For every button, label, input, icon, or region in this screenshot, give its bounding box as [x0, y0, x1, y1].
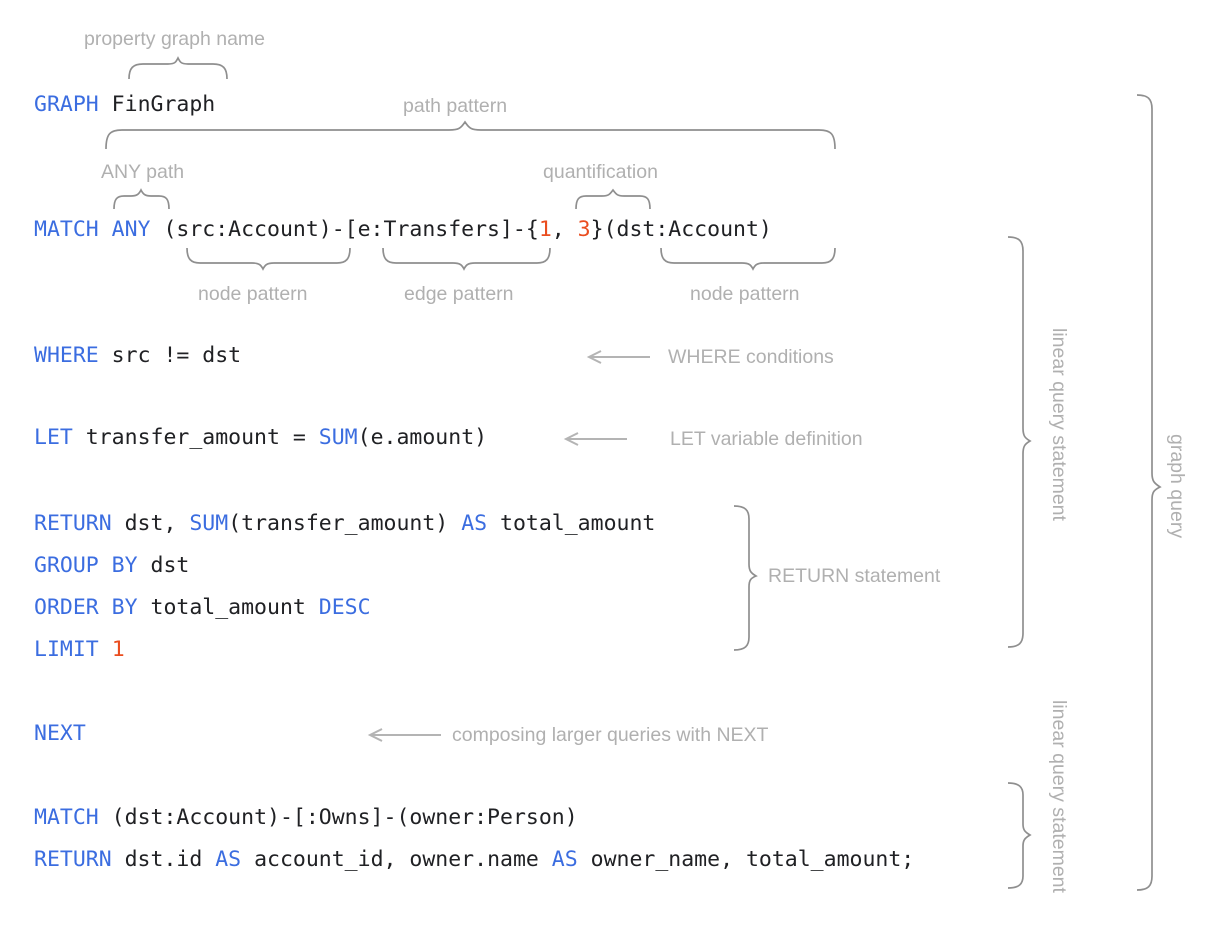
brace-any-path — [113, 188, 170, 210]
label-linear-query-statement-1: linear query statement — [1048, 328, 1070, 521]
code-line-group-by: GROUP BY dst — [34, 555, 189, 577]
brace-linear-query-statement-2 — [1007, 782, 1032, 889]
brace-quantification — [575, 188, 651, 210]
code-token: total_amount — [487, 511, 656, 536]
code-token: FinGraph — [98, 92, 216, 117]
code-token: LET — [34, 425, 73, 450]
code-token: (dst:Account)-[:Owns]-(owner:Person) — [98, 805, 578, 830]
code-token: dst, — [111, 511, 190, 536]
label-return-statement: RETURN statement — [768, 565, 941, 587]
code-token: ORDER BY — [34, 595, 138, 620]
code-token: NEXT — [34, 721, 86, 746]
code-token: src != dst — [98, 343, 242, 368]
code-token: MATCH — [34, 805, 99, 830]
label-node-pattern-left: node pattern — [198, 283, 308, 305]
code-token: dst.id — [111, 847, 216, 872]
brace-linear-query-statement-1 — [1007, 236, 1032, 648]
code-token: SUM — [318, 425, 358, 450]
code-token: (e.amount) — [357, 425, 488, 450]
code-token: MATCH ANY — [34, 217, 151, 242]
code-token-limit-value: 1 — [111, 637, 125, 662]
label-path-pattern: path pattern — [403, 95, 508, 117]
code-line-let: LET transfer_amount = SUM(e.amount) — [34, 427, 487, 449]
code-token: DESC — [318, 595, 371, 620]
code-token: AS — [461, 511, 488, 536]
code-token: RETURN — [34, 511, 112, 536]
code-line-match: MATCH ANY (src:Account)-[e:Transfers]-{1… — [34, 219, 772, 241]
label-any-path: ANY path — [101, 161, 185, 183]
brace-path-pattern — [105, 120, 836, 150]
code-token-quantifier-min: 1 — [538, 217, 552, 242]
label-edge-pattern: edge pattern — [404, 283, 514, 305]
code-token: AS — [551, 847, 578, 872]
code-token: LIMIT — [34, 637, 99, 662]
code-token: SUM — [189, 511, 229, 536]
code-line-order-by: ORDER BY total_amount DESC — [34, 597, 371, 619]
code-line-graph: GRAPH FinGraph — [34, 94, 215, 116]
code-token — [99, 637, 112, 662]
code-line-match2: MATCH (dst:Account)-[:Owns]-(owner:Perso… — [34, 807, 578, 829]
code-token: (src:Account)-[e:Transfers]-{ — [150, 217, 539, 242]
code-token: AS — [215, 847, 242, 872]
label-node-pattern-right: node pattern — [690, 283, 800, 305]
code-line-where: WHERE src != dst — [34, 345, 241, 367]
label-next-note: composing larger queries with NEXT — [452, 724, 769, 746]
code-token: RETURN — [34, 847, 112, 872]
arrow-next-note — [367, 728, 441, 742]
label-graph-query: graph query — [1166, 434, 1188, 539]
code-line-next: NEXT — [34, 723, 86, 745]
brace-edge-pattern — [382, 247, 551, 271]
code-token: dst — [137, 553, 190, 578]
label-property-graph-name: property graph name — [84, 28, 266, 50]
label-quantification: quantification — [543, 161, 658, 183]
code-token: GRAPH — [34, 92, 99, 117]
code-token: (transfer_amount) — [228, 511, 462, 536]
code-token: transfer_amount = — [72, 425, 319, 450]
code-line-return: RETURN dst, SUM(transfer_amount) AS tota… — [34, 513, 655, 535]
brace-node-pattern-right — [660, 247, 836, 271]
label-linear-query-statement-2: linear query statement — [1048, 700, 1070, 893]
brace-property-graph-name — [128, 56, 228, 80]
code-token: owner_name, total_amount; — [577, 847, 915, 872]
code-token: GROUP BY — [34, 553, 138, 578]
brace-node-pattern-left — [186, 247, 351, 271]
code-line-limit: LIMIT 1 — [34, 639, 125, 661]
brace-return-statement — [733, 505, 758, 651]
code-token: WHERE — [34, 343, 99, 368]
code-line-return2: RETURN dst.id AS account_id, owner.name … — [34, 849, 914, 871]
code-token: total_amount — [137, 595, 319, 620]
code-token-quantifier-max: 3 — [577, 217, 591, 242]
code-token: , — [551, 217, 578, 242]
label-where-conditions: WHERE conditions — [668, 346, 834, 368]
code-token: }(dst:Account) — [590, 217, 772, 242]
arrow-where-conditions — [586, 350, 650, 364]
label-let-variable-definition: LET variable definition — [670, 428, 863, 450]
code-token: account_id, owner.name — [241, 847, 552, 872]
brace-graph-query — [1136, 94, 1162, 891]
arrow-let-definition — [563, 432, 627, 446]
